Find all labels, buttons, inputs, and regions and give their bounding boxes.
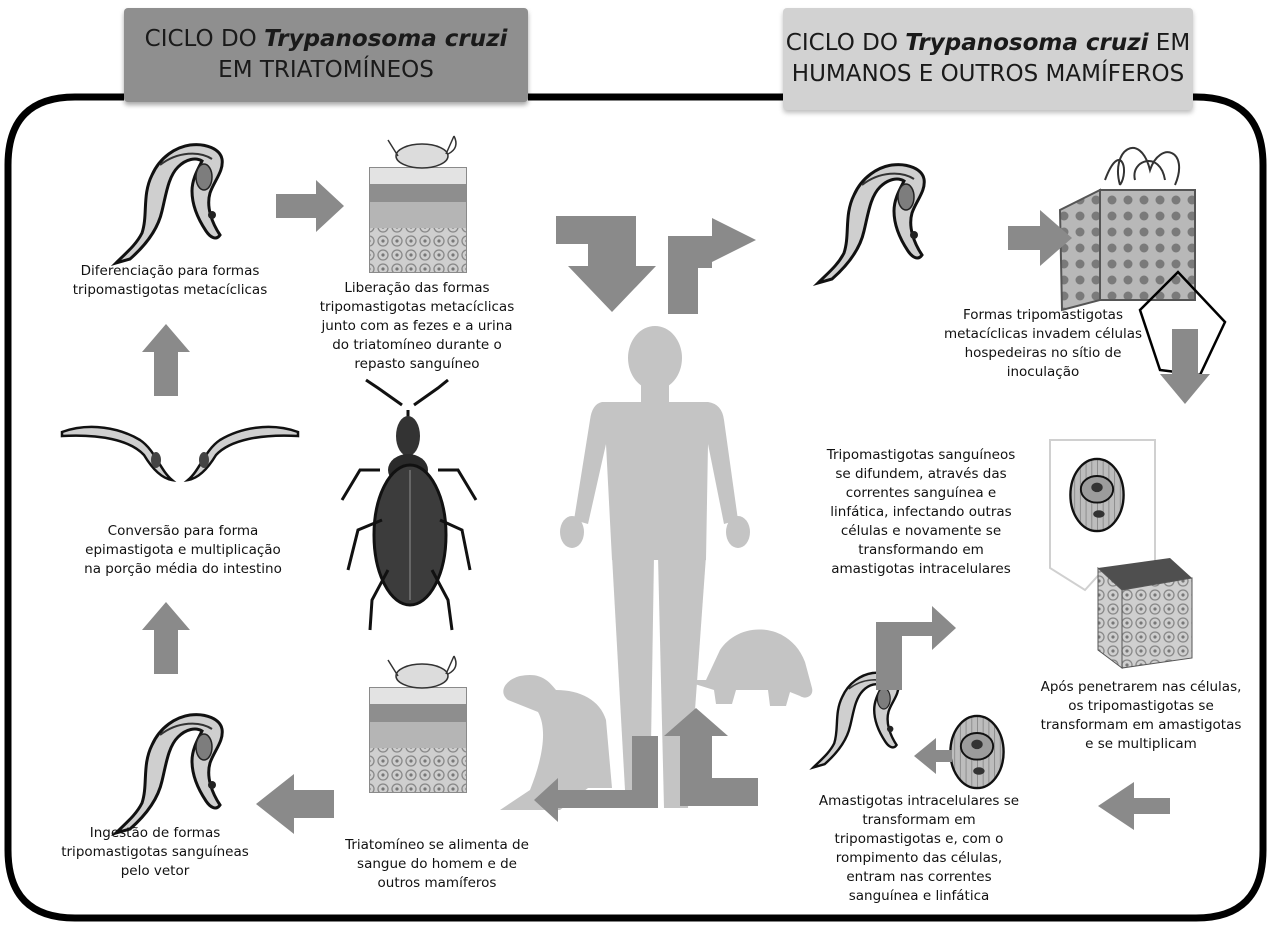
caption-line: na porção média do intestino [58,560,308,579]
caption-multiply: Após penetrarem nas células, os tripomas… [1016,678,1266,754]
caption-line: amastigotas intracelulares [796,560,1046,579]
arrow-up-lower [142,602,190,674]
caption-line: Ingestão de formas [40,824,270,843]
caption-line: Triatomíneo se alimenta de [332,836,542,855]
tissue-cube-icon [1098,558,1192,668]
caption-line: entram nas correntes [794,868,1044,887]
caption-line: inoculação [918,363,1168,382]
caption-line: e se multiplicam [1016,735,1266,754]
arrow-elbow-up-right [876,606,956,690]
caption-rupture: Amastigotas intracelulares se transforma… [794,792,1044,906]
caption-line: pelo vetor [40,862,270,881]
skin-block-icon-top [370,136,466,272]
caption-line: rompimento das células, [794,849,1044,868]
caption-differentiation: Diferenciação para formas tripomastigota… [40,262,300,300]
caption-line: sangue do homem e de [332,855,542,874]
caption-line: sanguínea e linfática [794,887,1044,906]
caption-line: epimastigota e multiplicação [58,541,308,560]
caption-line: transformam em amastigotas [1016,716,1266,735]
header-triatomine-cycle: CICLO DO Trypanosoma cruzi EM TRIATOMÍNE… [124,8,528,102]
infected-cell-box-icon [1060,148,1195,310]
caption-line: metacíclicas invadem células [918,325,1168,344]
skin-block-icon-bottom [370,656,466,792]
caption-line: Amastigotas intracelulares se [794,792,1044,811]
caption-line: transformando em [796,541,1046,560]
caption-feeding: Triatomíneo se alimenta de sangue do hom… [332,836,542,893]
header-right-prefix: CICLO DO [786,30,905,56]
armadillo-silhouette-icon [682,629,812,706]
arrow-elbow-down [556,216,656,312]
header-left-line2: EM TRIATOMÍNEOS [218,55,434,86]
caption-ingestion: Ingestão de formas tripomastigotas sangu… [40,824,270,881]
header-left-species: Trypanosoma cruzi [264,26,507,52]
caption-line: se difundem, através das [796,465,1046,484]
caption-spread: Tripomastigotas sanguíneos se difundem, … [796,446,1046,579]
caption-line: repasto sanguíneo [302,355,532,374]
header-mammal-cycle: CICLO DO Trypanosoma cruzi EM HUMANOS E … [783,8,1193,110]
trypomastigote-icon-top-left [116,145,222,263]
caption-line: correntes sanguínea e [796,484,1046,503]
caption-line: tripomastigotas sanguíneas [40,843,270,862]
arrow-left-small [914,738,952,774]
caption-conversion: Conversão para forma epimastigota e mult… [58,522,308,579]
caption-line: Diferenciação para formas [40,262,300,281]
infected-cell-icon [1070,459,1123,531]
caption-line: tripomastigotas metacíclicas [302,298,532,317]
arrow-left-bottom-right [1098,782,1170,830]
header-right-line2: HUMANOS E OUTROS MAMÍFEROS [792,59,1184,90]
caption-line: Formas tripomastigotas [918,306,1168,325]
arrow-up-upper [142,324,190,396]
caption-line: do triatomíneo durante o [302,336,532,355]
amastigote-cell-icon [950,716,1003,788]
epimastigote-division-icon [62,427,298,480]
header-left-line1: CICLO DO Trypanosoma cruzi [145,24,508,55]
caption-line: Após penetrarem nas células, [1016,678,1266,697]
kissing-bug-icon [342,380,476,630]
caption-line: células e novamente se [796,522,1046,541]
caption-line: hospedeiras no sítio de [918,344,1168,363]
trypomastigote-icon-bottom-left [116,715,222,833]
caption-line: Liberação das formas [302,279,532,298]
caption-line: tripomastigotas e, com o [794,830,1044,849]
header-right-species: Trypanosoma cruzi [905,30,1148,56]
arrow-right-top-left [276,180,344,232]
caption-release: Liberação das formas tripomastigotas met… [302,279,532,374]
header-left-prefix: CICLO DO [145,26,264,52]
trypomastigote-icon-top-right [818,165,924,283]
caption-line: os tripomastigotas se [1016,697,1266,716]
arrow-elbow-right [668,218,756,314]
caption-line: Tripomastigotas sanguíneos [796,446,1046,465]
header-right-suffix: EM [1149,30,1191,56]
caption-line: junto com as fezes e a urina [302,317,532,336]
caption-line: Conversão para forma [58,522,308,541]
caption-line: outros mamíferos [332,874,542,893]
caption-line: transformam em [794,811,1044,830]
caption-line: tripomastigotas metacíclicas [40,281,300,300]
caption-line: linfática, infectando outras [796,503,1046,522]
header-right-line1: CICLO DO Trypanosoma cruzi EM [786,28,1190,59]
caption-invasion: Formas tripomastigotas metacíclicas inva… [918,306,1168,382]
